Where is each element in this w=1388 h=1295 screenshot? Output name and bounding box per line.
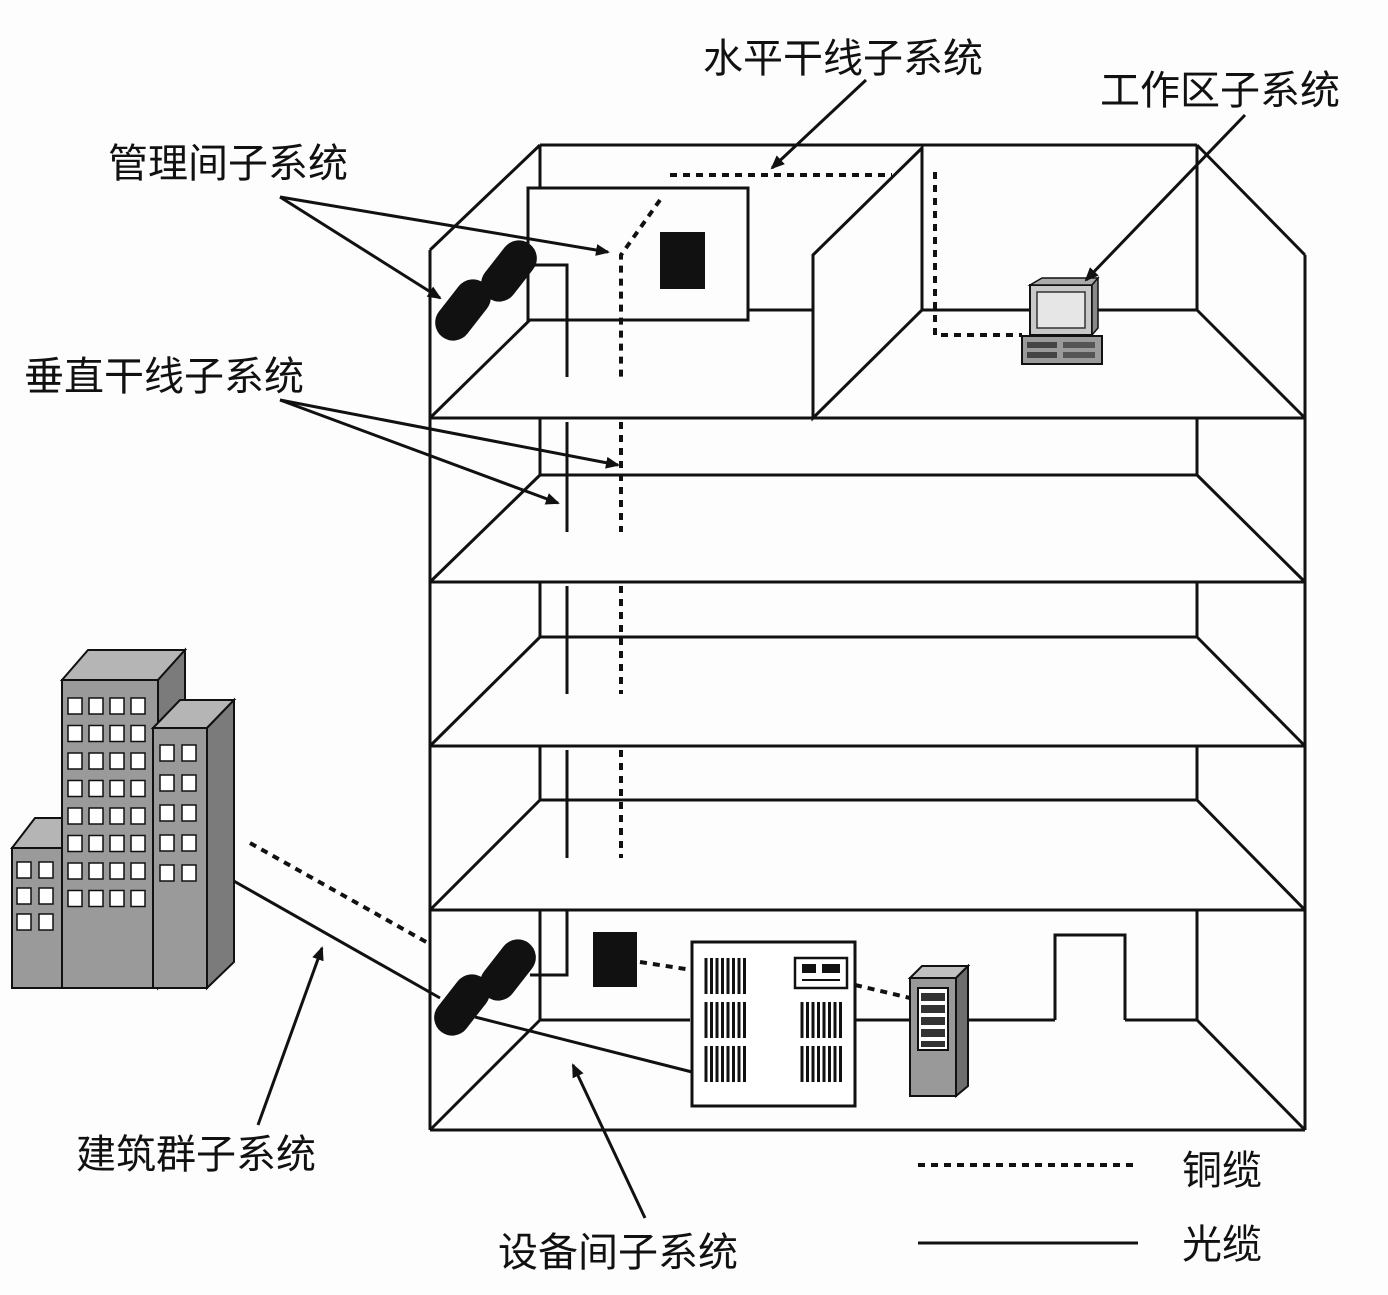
window: [67, 724, 83, 743]
window: [16, 913, 32, 931]
fiber-riser: [231, 263, 693, 1074]
legend-fiber-label: 光缆: [1182, 1222, 1262, 1268]
window: [181, 864, 197, 882]
building-group-subsystem-label: 建筑群子系统: [76, 1132, 316, 1178]
window: [109, 862, 125, 880]
copper-cables: [249, 172, 1022, 1000]
window: [109, 807, 125, 825]
window: [130, 862, 146, 880]
window: [109, 779, 125, 798]
computer-icon: [1021, 275, 1103, 365]
window: [38, 861, 54, 879]
legend-copper-label: 铜缆: [1182, 1148, 1262, 1194]
window: [88, 834, 104, 853]
window: [88, 807, 104, 825]
window: [109, 752, 125, 770]
window: [181, 744, 197, 762]
server-rack-icon: [907, 963, 971, 1099]
window: [130, 889, 146, 908]
window: [16, 887, 32, 905]
window: [130, 834, 146, 853]
switch-cabinet-icon: [660, 232, 705, 289]
legend: 铜缆 光缆: [918, 1148, 1262, 1268]
window: [38, 913, 54, 931]
window: [67, 889, 83, 908]
window: [38, 887, 54, 905]
window: [159, 744, 175, 762]
window: [67, 752, 83, 770]
window: [67, 697, 83, 715]
work-area-subsystem-label: 工作区子系统: [1100, 68, 1340, 114]
window: [67, 862, 83, 880]
management-subsystem-label: 管理间子系统: [108, 141, 348, 187]
window: [130, 752, 146, 770]
window: [130, 807, 146, 825]
window: [159, 834, 175, 852]
window: [109, 834, 125, 853]
equipment-room-subsystem-label: 设备间子系统: [498, 1230, 738, 1276]
window: [159, 864, 175, 882]
main-building: [428, 143, 1307, 1132]
window: [181, 834, 197, 852]
vertical-subsystem-label: 垂直干线子系统: [24, 354, 304, 400]
window: [88, 779, 104, 798]
building-cluster-icon: [9, 647, 237, 991]
window: [88, 889, 104, 908]
window: [130, 697, 146, 715]
window: [130, 779, 146, 798]
window: [88, 752, 104, 770]
management-room: [526, 186, 750, 322]
window: [159, 804, 175, 822]
window: [109, 724, 125, 743]
window: [88, 697, 104, 715]
switch-cabinet-icon: [593, 932, 637, 987]
window: [67, 834, 83, 853]
patch-panel-icon: [434, 240, 537, 1036]
window: [67, 779, 83, 798]
window: [159, 774, 175, 792]
label-arrows: [256, 78, 1247, 1219]
window: [181, 804, 197, 822]
window: [109, 697, 125, 715]
distribution-frame: [690, 940, 857, 1108]
window: [88, 862, 104, 880]
window: [16, 861, 32, 879]
window: [130, 724, 146, 743]
horizontal-subsystem-label: 水平干线子系统: [703, 36, 983, 82]
window: [181, 774, 197, 792]
window: [88, 724, 104, 743]
window: [109, 889, 125, 908]
window: [67, 807, 83, 825]
